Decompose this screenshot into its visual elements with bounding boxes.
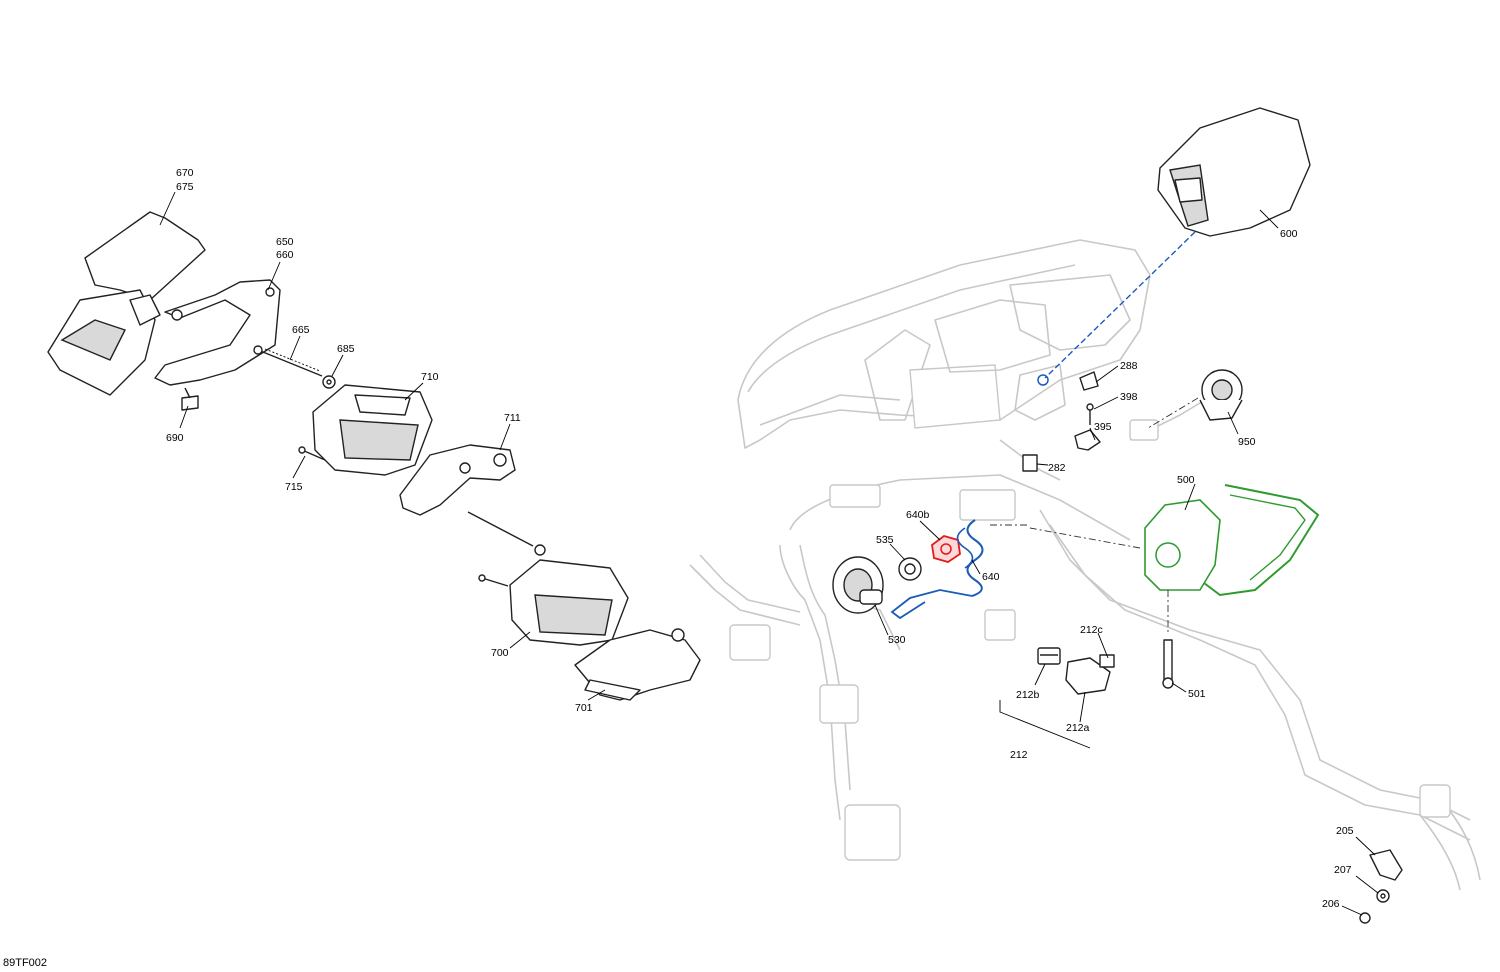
dashboard-console-outline	[737, 239, 1151, 449]
part-670-cover	[47, 211, 206, 396]
part-206-screw	[1359, 912, 1371, 924]
group-212-bracket	[999, 700, 1091, 749]
leader-lines	[159, 191, 1379, 916]
part-701-bracket	[574, 628, 701, 701]
part-530-switch	[832, 556, 884, 614]
callout-675: 675	[176, 181, 194, 193]
callout-600: 600	[1280, 228, 1298, 240]
callout-685: 685	[337, 343, 355, 355]
part-950-socket	[1199, 369, 1243, 421]
part-205-bracket	[1369, 849, 1403, 881]
callout-640b: 640b	[906, 509, 930, 521]
callout-710: 710	[421, 371, 439, 383]
callout-950: 950	[1238, 436, 1256, 448]
callout-715: 715	[285, 481, 303, 493]
switch-axis	[1029, 527, 1141, 549]
display-mount-axis	[1044, 231, 1196, 379]
part-685-washer	[322, 375, 336, 389]
part-715-screw	[298, 446, 326, 461]
callout-650: 650	[276, 236, 294, 248]
part-711-mount	[399, 444, 516, 516]
callout-665: 665	[292, 324, 310, 336]
long-bolt	[467, 511, 546, 556]
part-288-clip	[1079, 371, 1099, 391]
part-665-bolt	[253, 345, 323, 377]
part-207-washer	[1376, 889, 1390, 903]
callout-288: 288	[1120, 360, 1138, 372]
socket-axis	[1147, 397, 1199, 429]
part-500-switch-harness	[1144, 484, 1320, 597]
callout-501: 501	[1188, 688, 1206, 700]
callout-labels: 670 675 650 660 665 685 690 710 711 715 …	[166, 167, 1354, 910]
callout-701: 701	[575, 702, 593, 714]
callout-398: 398	[1120, 391, 1138, 403]
callout-670: 670	[176, 167, 194, 179]
part-640-lanyard	[890, 519, 984, 620]
part-501-screw	[1162, 639, 1174, 689]
part-710-module	[312, 384, 433, 476]
callout-212: 212	[1010, 749, 1028, 761]
callout-205: 205	[1336, 825, 1354, 837]
part-690-screw	[181, 387, 199, 411]
display-mount-point	[1037, 374, 1049, 386]
part-395-clamp	[1074, 429, 1101, 451]
callout-282: 282	[1048, 462, 1066, 474]
part-640b-clip	[931, 535, 961, 563]
callout-212c: 212c	[1080, 624, 1103, 636]
part-700-module	[478, 559, 629, 646]
callout-660: 660	[276, 249, 294, 261]
part-535-nut	[898, 557, 922, 581]
callout-700: 700	[491, 647, 509, 659]
callout-690: 690	[166, 432, 184, 444]
callout-535: 535	[876, 534, 894, 546]
part-282-connector	[1022, 454, 1038, 472]
callout-212b: 212b	[1016, 689, 1040, 701]
callout-207: 207	[1334, 864, 1352, 876]
callout-212a: 212a	[1066, 722, 1090, 734]
callout-530: 530	[888, 634, 906, 646]
callout-640: 640	[982, 571, 1000, 583]
diagram-code: 89TF002	[3, 957, 47, 969]
wiring-harness-outline	[689, 399, 1481, 891]
part-650-bracket	[154, 279, 281, 386]
callout-500: 500	[1177, 474, 1195, 486]
part-212-fuse-block	[1037, 647, 1115, 695]
part-398-screw	[1086, 403, 1094, 425]
part-600-display	[1157, 107, 1311, 237]
callout-395: 395	[1094, 421, 1112, 433]
callout-711: 711	[504, 412, 521, 424]
callout-206: 206	[1322, 898, 1340, 910]
